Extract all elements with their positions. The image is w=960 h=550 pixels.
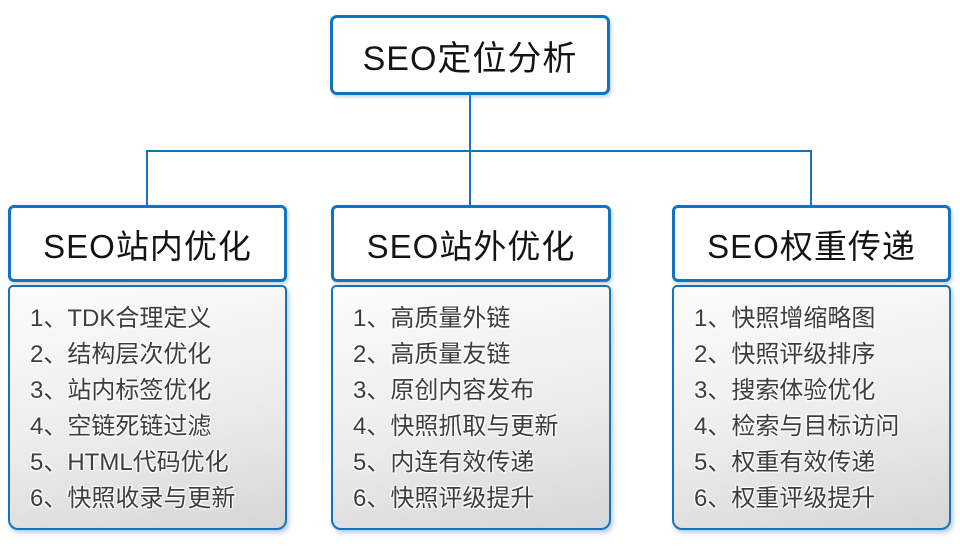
list-item: 4、空链死链过滤 <box>30 413 212 440</box>
connector-right-drop <box>810 150 812 205</box>
list-item: 2、结构层次优化 <box>30 341 212 368</box>
root-node: SEO定位分析 <box>330 15 610 95</box>
list-item: 1、快照增缩略图 <box>694 305 876 332</box>
list-item: 1、高质量外链 <box>353 305 511 332</box>
connector-left-drop <box>146 150 148 205</box>
branch-header-weight: SEO权重传递 <box>672 205 951 282</box>
branch-list-offsite: 1、高质量外链 2、高质量友链 3、原创内容发布 4、快照抓取与更新 5、内连有… <box>331 285 611 530</box>
list-item: 2、高质量友链 <box>353 341 511 368</box>
list-item: 1、TDK合理定义 <box>30 305 212 332</box>
list-item: 2、快照评级排序 <box>694 341 876 368</box>
list-item: 5、权重有效传递 <box>694 449 876 476</box>
branch-list-weight: 1、快照增缩略图 2、快照评级排序 3、搜索体验优化 4、检索与目标访问 5、权… <box>672 285 951 530</box>
branch-title: SEO站外优化 <box>366 227 576 265</box>
branch-title: SEO权重传递 <box>707 227 916 265</box>
branch-title: SEO站内优化 <box>43 227 252 265</box>
branch-column-offsite: SEO站外优化 1、高质量外链 2、高质量友链 3、原创内容发布 4、快照抓取与… <box>331 205 611 530</box>
list-item: 3、站内标签优化 <box>30 377 212 404</box>
connector-horizontal <box>146 150 812 152</box>
branch-list-onsite: 1、TDK合理定义 2、结构层次优化 3、站内标签优化 4、空链死链过滤 5、H… <box>8 285 287 530</box>
branch-header-offsite: SEO站外优化 <box>331 205 611 282</box>
root-node-title: SEO定位分析 <box>362 39 578 78</box>
list-item: 5、内连有效传递 <box>353 449 535 476</box>
list-item: 6、快照收录与更新 <box>30 485 236 512</box>
list-item: 4、检索与目标访问 <box>694 413 900 440</box>
list-item: 6、权重评级提升 <box>694 485 876 512</box>
list-item: 3、搜索体验优化 <box>694 377 876 404</box>
list-item: 5、HTML代码优化 <box>30 449 229 476</box>
branch-header-onsite: SEO站内优化 <box>8 205 287 282</box>
list-item: 6、快照评级提升 <box>353 485 535 512</box>
list-item: 3、原创内容发布 <box>353 377 535 404</box>
branch-column-onsite: SEO站内优化 1、TDK合理定义 2、结构层次优化 3、站内标签优化 4、空链… <box>8 205 287 530</box>
list-item: 4、快照抓取与更新 <box>353 413 559 440</box>
branch-column-weight: SEO权重传递 1、快照增缩略图 2、快照评级排序 3、搜索体验优化 4、检索与… <box>672 205 951 530</box>
